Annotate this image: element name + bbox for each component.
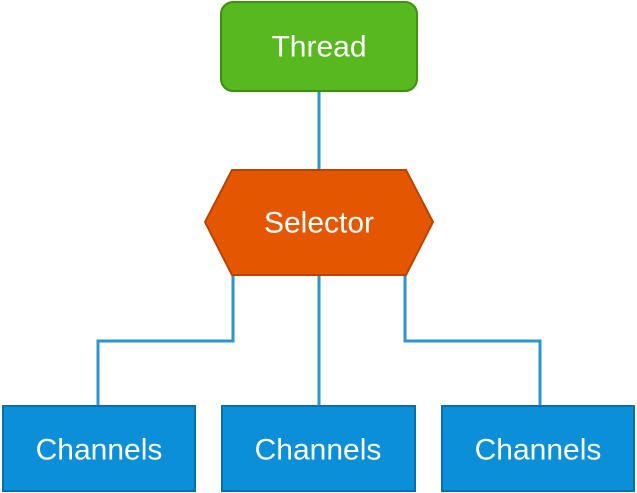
channel-node-2: Channels: [221, 405, 416, 492]
channel-label: Channels: [475, 434, 602, 467]
connectors: [96, 91, 542, 406]
selector-hexagon: [203, 169, 435, 276]
channel-node-3: Channels: [441, 405, 635, 492]
channel-box: [221, 405, 416, 492]
connector-selector-channel-1: [96, 275, 235, 406]
channel-label: Channels: [255, 434, 382, 467]
channel-box: [2, 405, 196, 492]
thread-box: [220, 1, 418, 92]
thread-node: Thread: [220, 1, 418, 92]
channel-label: Channels: [36, 434, 163, 467]
thread-label: Thread: [271, 31, 366, 64]
selector-label: Selector: [264, 207, 374, 240]
selector-node: Selector: [203, 169, 435, 276]
connector-selector-channel-3: [403, 275, 542, 406]
channel-box: [441, 405, 635, 492]
channel-node-1: Channels: [2, 405, 196, 492]
